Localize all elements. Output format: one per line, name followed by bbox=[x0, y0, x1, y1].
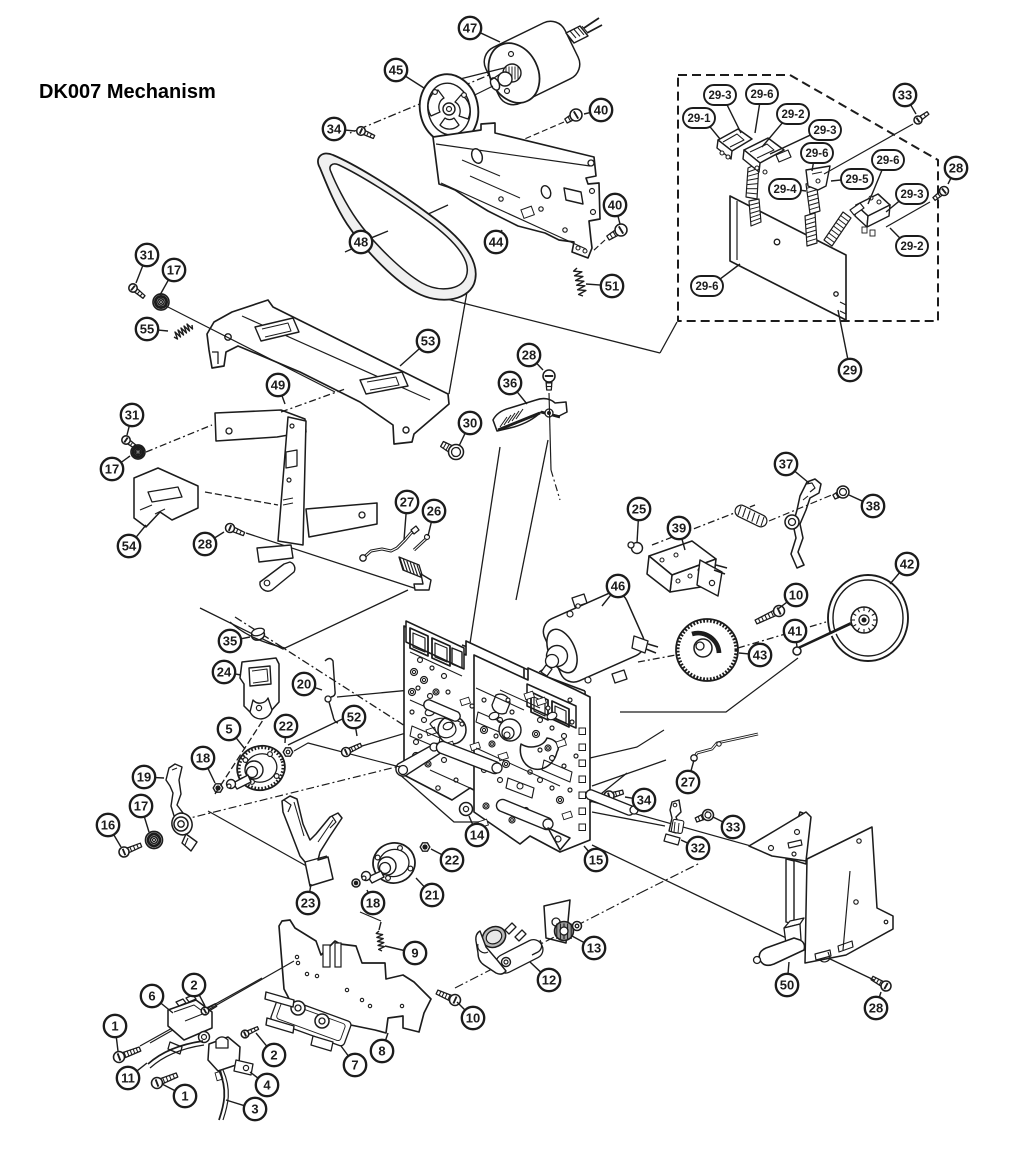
svg-text:52: 52 bbox=[347, 710, 361, 725]
svg-text:48: 48 bbox=[354, 235, 368, 250]
svg-text:41: 41 bbox=[788, 624, 802, 639]
svg-text:39: 39 bbox=[672, 521, 686, 536]
svg-text:28: 28 bbox=[198, 537, 212, 552]
svg-text:18: 18 bbox=[196, 751, 210, 766]
svg-text:29-3: 29-3 bbox=[813, 125, 836, 137]
svg-text:19: 19 bbox=[137, 770, 151, 785]
svg-text:26: 26 bbox=[427, 504, 441, 519]
svg-text:1: 1 bbox=[181, 1089, 188, 1104]
svg-text:28: 28 bbox=[869, 1001, 883, 1016]
svg-text:15: 15 bbox=[589, 853, 603, 868]
svg-text:44: 44 bbox=[489, 235, 504, 250]
svg-text:23: 23 bbox=[301, 896, 315, 911]
svg-text:29: 29 bbox=[843, 363, 857, 378]
svg-text:10: 10 bbox=[789, 588, 803, 603]
svg-text:17: 17 bbox=[167, 263, 181, 278]
svg-text:54: 54 bbox=[122, 539, 137, 554]
svg-text:29-4: 29-4 bbox=[773, 184, 797, 196]
svg-text:31: 31 bbox=[140, 248, 154, 263]
svg-text:16: 16 bbox=[101, 818, 115, 833]
svg-text:17: 17 bbox=[134, 799, 148, 814]
svg-text:21: 21 bbox=[425, 888, 439, 903]
svg-text:36: 36 bbox=[503, 376, 517, 391]
svg-text:5: 5 bbox=[225, 722, 232, 737]
svg-text:29-3: 29-3 bbox=[708, 90, 731, 102]
svg-text:29-6: 29-6 bbox=[805, 148, 828, 160]
svg-text:55: 55 bbox=[140, 322, 154, 337]
svg-text:20: 20 bbox=[297, 677, 311, 692]
svg-text:31: 31 bbox=[125, 408, 139, 423]
svg-text:29-1: 29-1 bbox=[687, 113, 711, 125]
svg-text:29-6: 29-6 bbox=[695, 281, 718, 293]
svg-text:25: 25 bbox=[632, 502, 646, 517]
svg-text:29-2: 29-2 bbox=[781, 109, 804, 121]
svg-text:29-3: 29-3 bbox=[900, 189, 923, 201]
svg-text:35: 35 bbox=[223, 634, 237, 649]
svg-text:12: 12 bbox=[542, 973, 556, 988]
svg-text:29-2: 29-2 bbox=[900, 241, 923, 253]
svg-text:40: 40 bbox=[608, 198, 622, 213]
svg-text:2: 2 bbox=[190, 978, 197, 993]
svg-text:8: 8 bbox=[378, 1044, 385, 1059]
svg-text:32: 32 bbox=[691, 841, 705, 856]
svg-text:46: 46 bbox=[611, 579, 625, 594]
svg-text:29-5: 29-5 bbox=[845, 174, 869, 186]
svg-text:3: 3 bbox=[251, 1102, 258, 1117]
svg-text:33: 33 bbox=[898, 88, 912, 103]
svg-text:1: 1 bbox=[111, 1019, 118, 1034]
svg-text:50: 50 bbox=[780, 978, 794, 993]
svg-text:27: 27 bbox=[681, 775, 695, 790]
svg-text:13: 13 bbox=[587, 941, 601, 956]
svg-text:49: 49 bbox=[271, 378, 285, 393]
svg-text:17: 17 bbox=[105, 462, 119, 477]
svg-text:37: 37 bbox=[779, 457, 793, 472]
svg-text:28: 28 bbox=[949, 161, 963, 176]
svg-text:4: 4 bbox=[263, 1078, 271, 1093]
svg-text:29-6: 29-6 bbox=[750, 89, 773, 101]
svg-text:47: 47 bbox=[463, 21, 477, 36]
svg-text:11: 11 bbox=[121, 1071, 135, 1086]
svg-text:22: 22 bbox=[445, 853, 459, 868]
svg-text:DK007 Mechanism: DK007 Mechanism bbox=[39, 81, 216, 103]
svg-text:29-6: 29-6 bbox=[876, 155, 899, 167]
svg-text:9: 9 bbox=[411, 946, 418, 961]
svg-text:22: 22 bbox=[279, 719, 293, 734]
svg-text:51: 51 bbox=[605, 279, 619, 294]
svg-text:40: 40 bbox=[594, 103, 608, 118]
svg-text:43: 43 bbox=[753, 648, 767, 663]
svg-text:42: 42 bbox=[900, 557, 914, 572]
svg-text:28: 28 bbox=[522, 348, 536, 363]
svg-text:6: 6 bbox=[148, 989, 155, 1004]
svg-text:2: 2 bbox=[270, 1048, 277, 1063]
svg-text:27: 27 bbox=[400, 495, 414, 510]
svg-text:33: 33 bbox=[726, 820, 740, 835]
svg-text:7: 7 bbox=[351, 1058, 358, 1073]
svg-text:10: 10 bbox=[466, 1011, 480, 1026]
svg-text:34: 34 bbox=[637, 793, 652, 808]
svg-text:45: 45 bbox=[389, 63, 403, 78]
svg-text:53: 53 bbox=[421, 334, 435, 349]
svg-text:24: 24 bbox=[217, 665, 232, 680]
svg-text:14: 14 bbox=[470, 828, 485, 843]
svg-text:38: 38 bbox=[866, 499, 880, 514]
svg-text:34: 34 bbox=[327, 122, 342, 137]
svg-text:18: 18 bbox=[366, 896, 380, 911]
svg-text:30: 30 bbox=[463, 416, 477, 431]
